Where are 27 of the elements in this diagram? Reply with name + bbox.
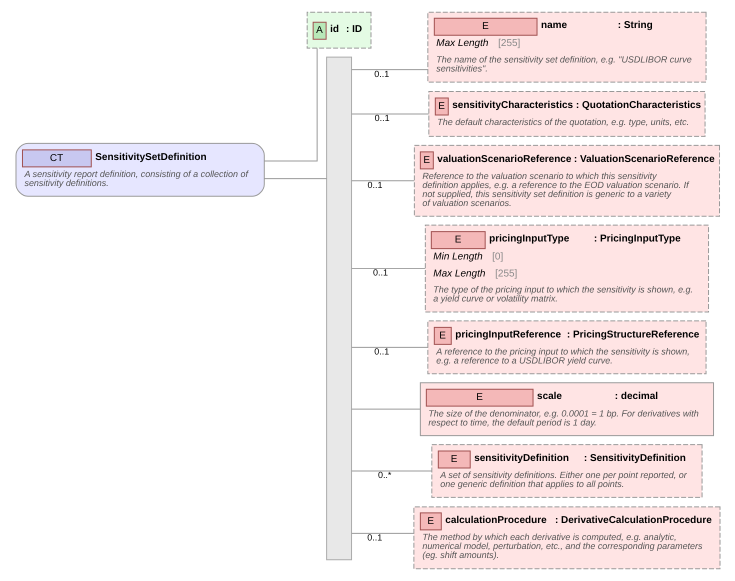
edge-label: 0..1 (366, 532, 382, 542)
connector (350, 268, 426, 270)
node-bar (326, 56, 352, 560)
node-box: E scale : decimal The size of the denominator, e.g. 0.0001 = 1 bp. For derivatives with respect to time, the default period is 1 day. (419, 382, 714, 436)
node-box: E pricingInputReference : PricingStructureReference A reference to the pricing input to which the sensitivity is shown, e.g. a reference to a USDLIBOR yield curve. (426, 320, 706, 374)
node-box: CT SensitivitySetDefinition A sensitivity report definition, consisting of a collection of sensitivity definitions. (15, 142, 264, 197)
node-box: E valuationScenarioReference : ValuationScenarioReference Reference to the valuation scenario to which this sensitivity definition applies, e.g. a reference to the EOD valuation scenario. If not supplied, this sensitivity set definition is generic to a variety of valuation scenarios. (413, 144, 720, 217)
edge-label: 0..1 (372, 268, 388, 278)
connector (350, 408, 420, 410)
connector (264, 48, 318, 162)
edge-label: 0..1 (374, 346, 389, 357)
connector (263, 178, 327, 180)
connector (350, 532, 414, 534)
edge-label: 0..1 (374, 68, 389, 79)
edge-label: 0..* (377, 470, 391, 480)
node-box: E name : String Max Length [255] The name of the sensitivity set definition, e.g. "USDLIBOR curve sensitivities". (426, 12, 706, 83)
node-box: E pricingInputType : PricingInputType Min Length [0] Max Length [255] The type of the pricing input to which the sensitivity is shown, e.g. a yield curve or volatility matrix. (424, 224, 709, 312)
connector (350, 69, 428, 70)
node-box: E calculationProcedure : DerivativeCalculationProcedure The method by which each derivative is computed, e.g. analytic, numerical model, perturbation, etc., and the corresponding parameters (eg. shift amounts). (412, 506, 720, 570)
edge-label: 0..1 (374, 113, 390, 124)
edge-label: 0..1 (366, 180, 382, 190)
node-box: E sensitivityDefinition : SensitivityDefinition A set of sensitivity definitions. Either one per point reported, or one generic definition that applies to all points. (430, 444, 702, 498)
node-box: E sensitivityCharacteristics : QuotationCharacteristics The default characteristics of the quotation, e.g. type, units, etc. (428, 91, 706, 137)
connector (350, 346, 428, 348)
connector (350, 470, 432, 472)
node-box: A id : ID (306, 12, 371, 49)
connector (350, 180, 414, 182)
